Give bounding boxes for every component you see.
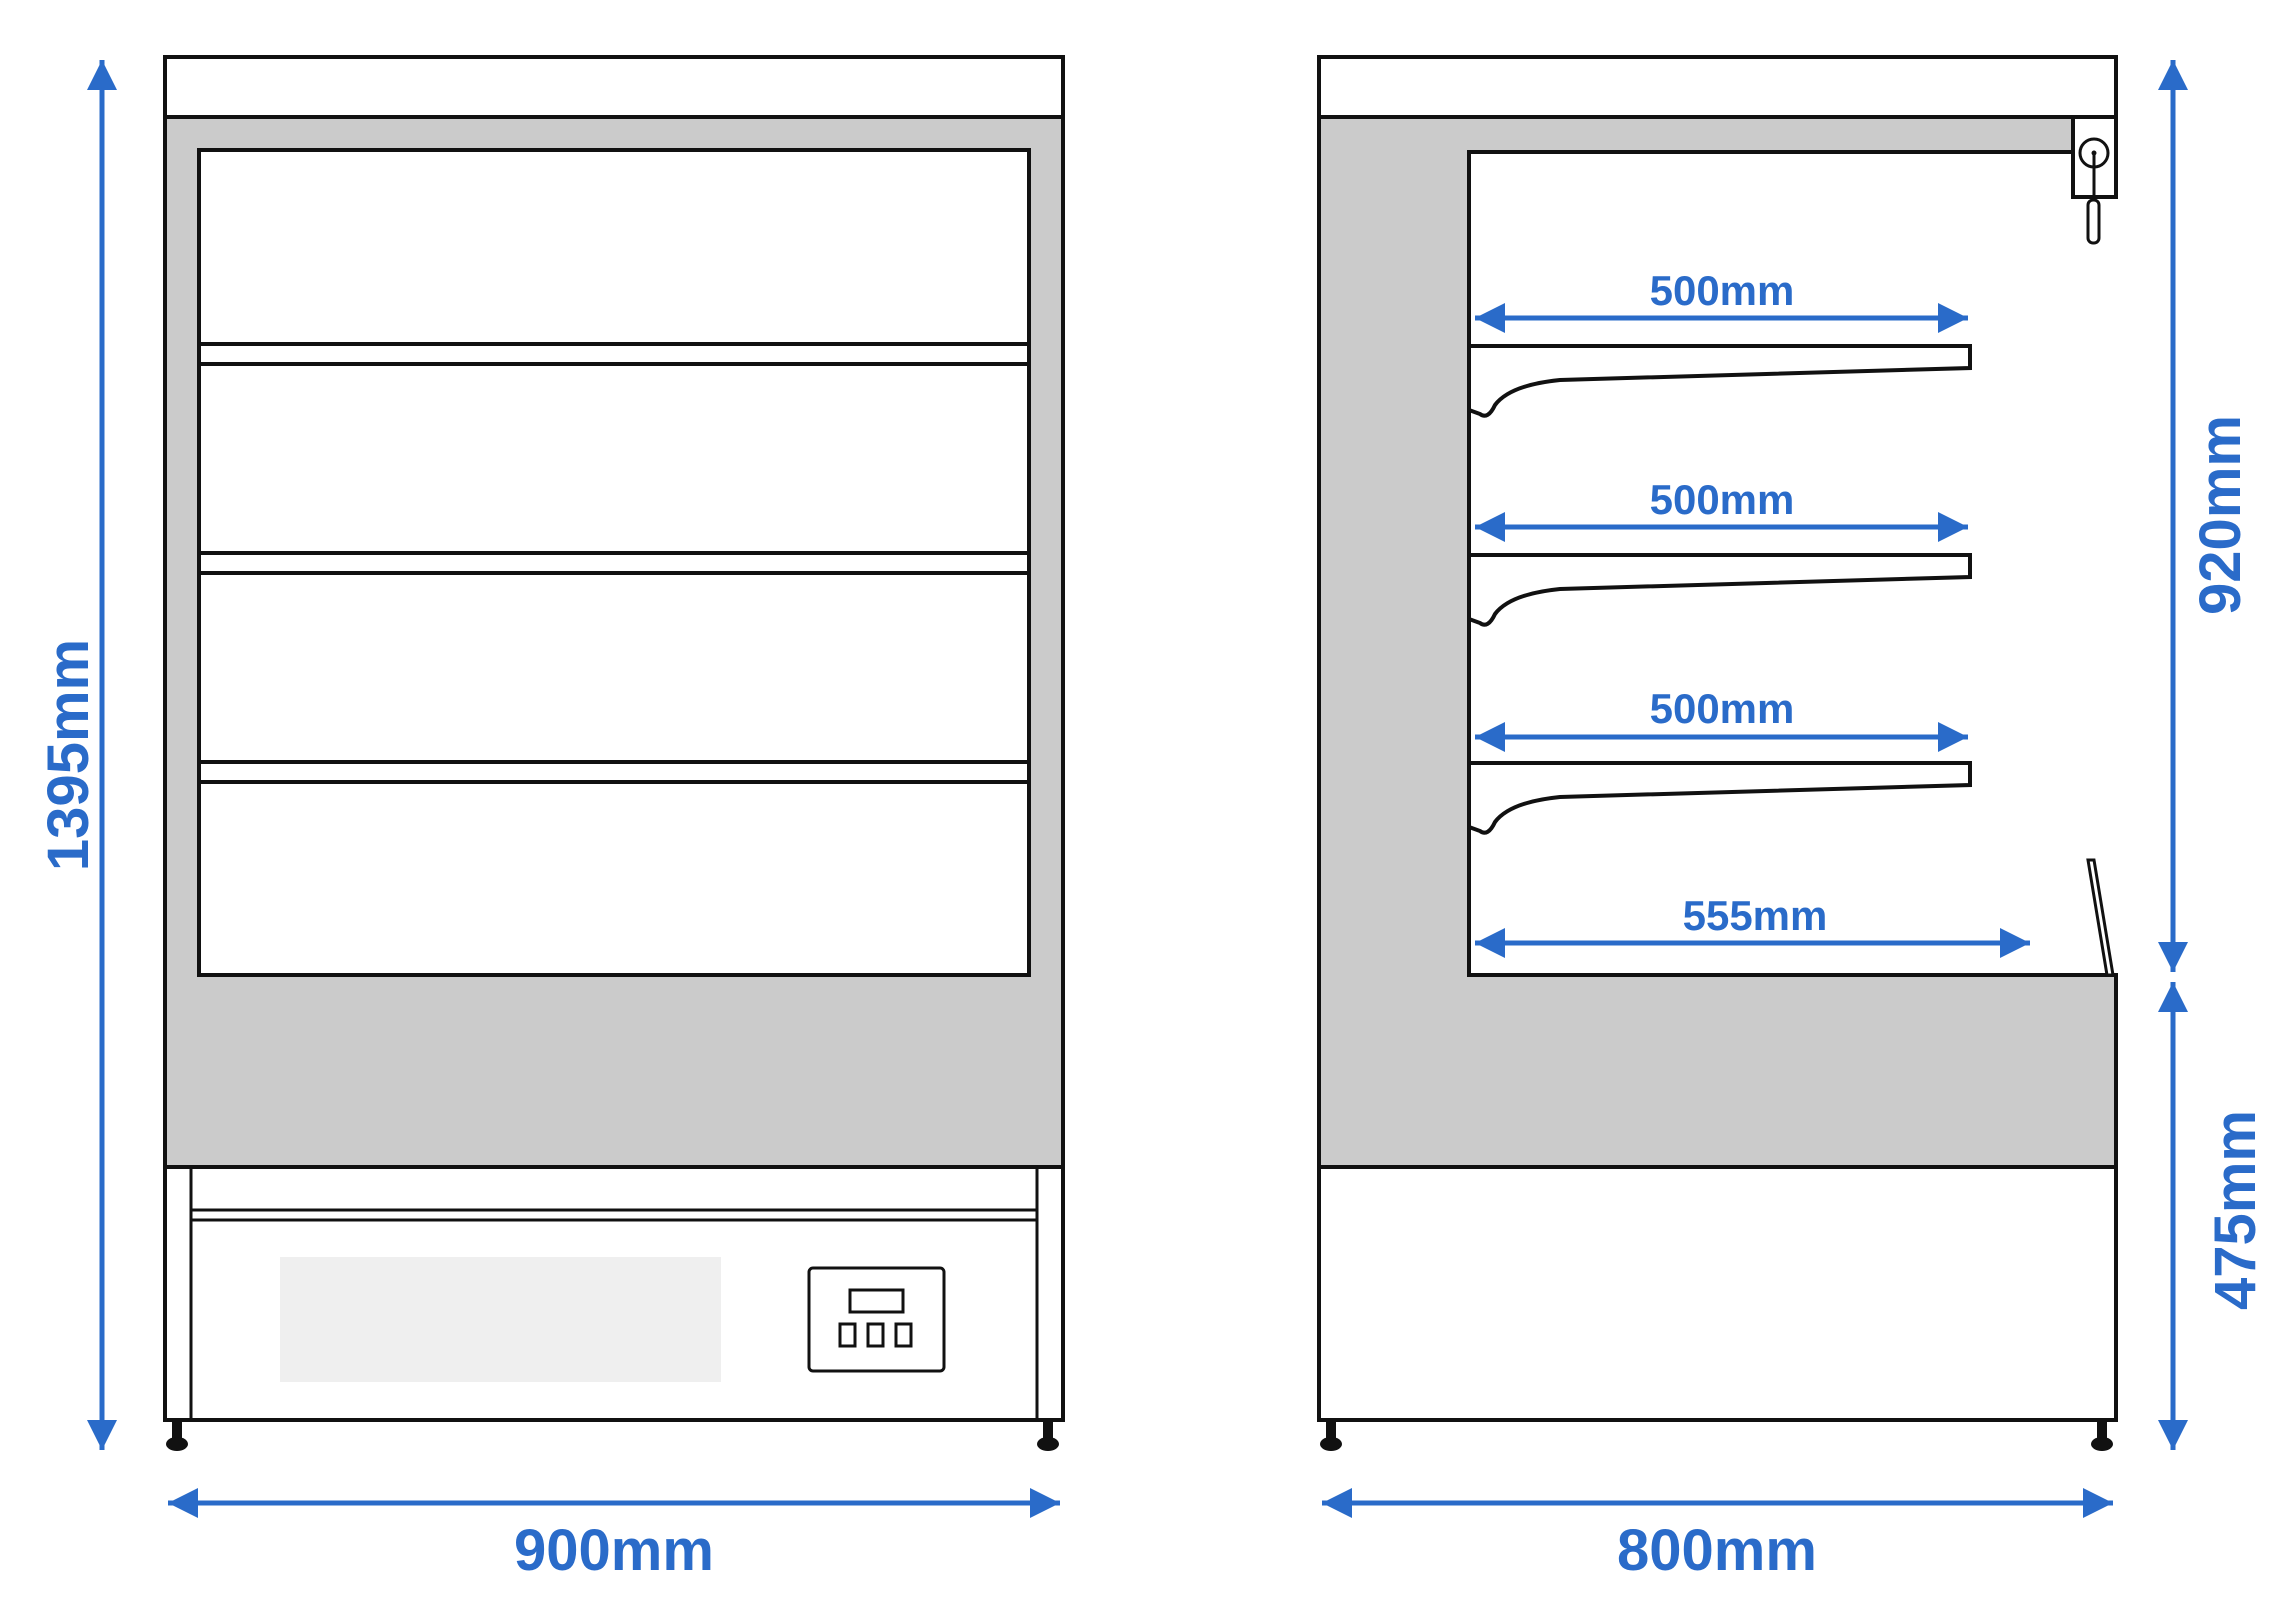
front-shelf-3 [197, 760, 1031, 784]
lower-height-label: 475mm [2203, 1110, 2268, 1310]
front-view [163, 55, 1065, 1451]
side-base [1317, 1165, 2118, 1422]
front-label-panel [280, 1257, 721, 1382]
front-foot-left [166, 1420, 188, 1451]
front-shelf-1 [197, 342, 1031, 366]
side-shelf-3 [1467, 761, 1972, 835]
side-width-label: 800mm [1617, 1518, 1817, 1583]
front-foot-right [1037, 1420, 1059, 1451]
side-top-canopy [1317, 55, 2118, 119]
base-depth-label: 555mm [1683, 892, 1828, 939]
shelf-1-depth-label: 500mm [1650, 267, 1795, 314]
controller-icon [807, 1266, 946, 1373]
shelf-3-depth-label: 500mm [1650, 685, 1795, 732]
side-front-glass [2086, 858, 2115, 977]
side-view [1317, 55, 2118, 1451]
front-width-label: 900mm [514, 1518, 714, 1583]
shelf-2-depth-label: 500mm [1650, 476, 1795, 523]
front-height-label: 1395mm [36, 639, 101, 871]
side-foot-left [1320, 1420, 1342, 1451]
dimension-lines [87, 60, 2188, 1518]
side-shelf-2 [1467, 553, 1972, 627]
front-shelf-2 [197, 551, 1031, 575]
side-foot-right [2091, 1420, 2113, 1451]
front-top-canopy [163, 55, 1065, 119]
thermometer-icon [2071, 115, 2118, 245]
side-shelf-1 [1467, 344, 1972, 418]
upper-height-label: 920mm [2188, 415, 2253, 615]
